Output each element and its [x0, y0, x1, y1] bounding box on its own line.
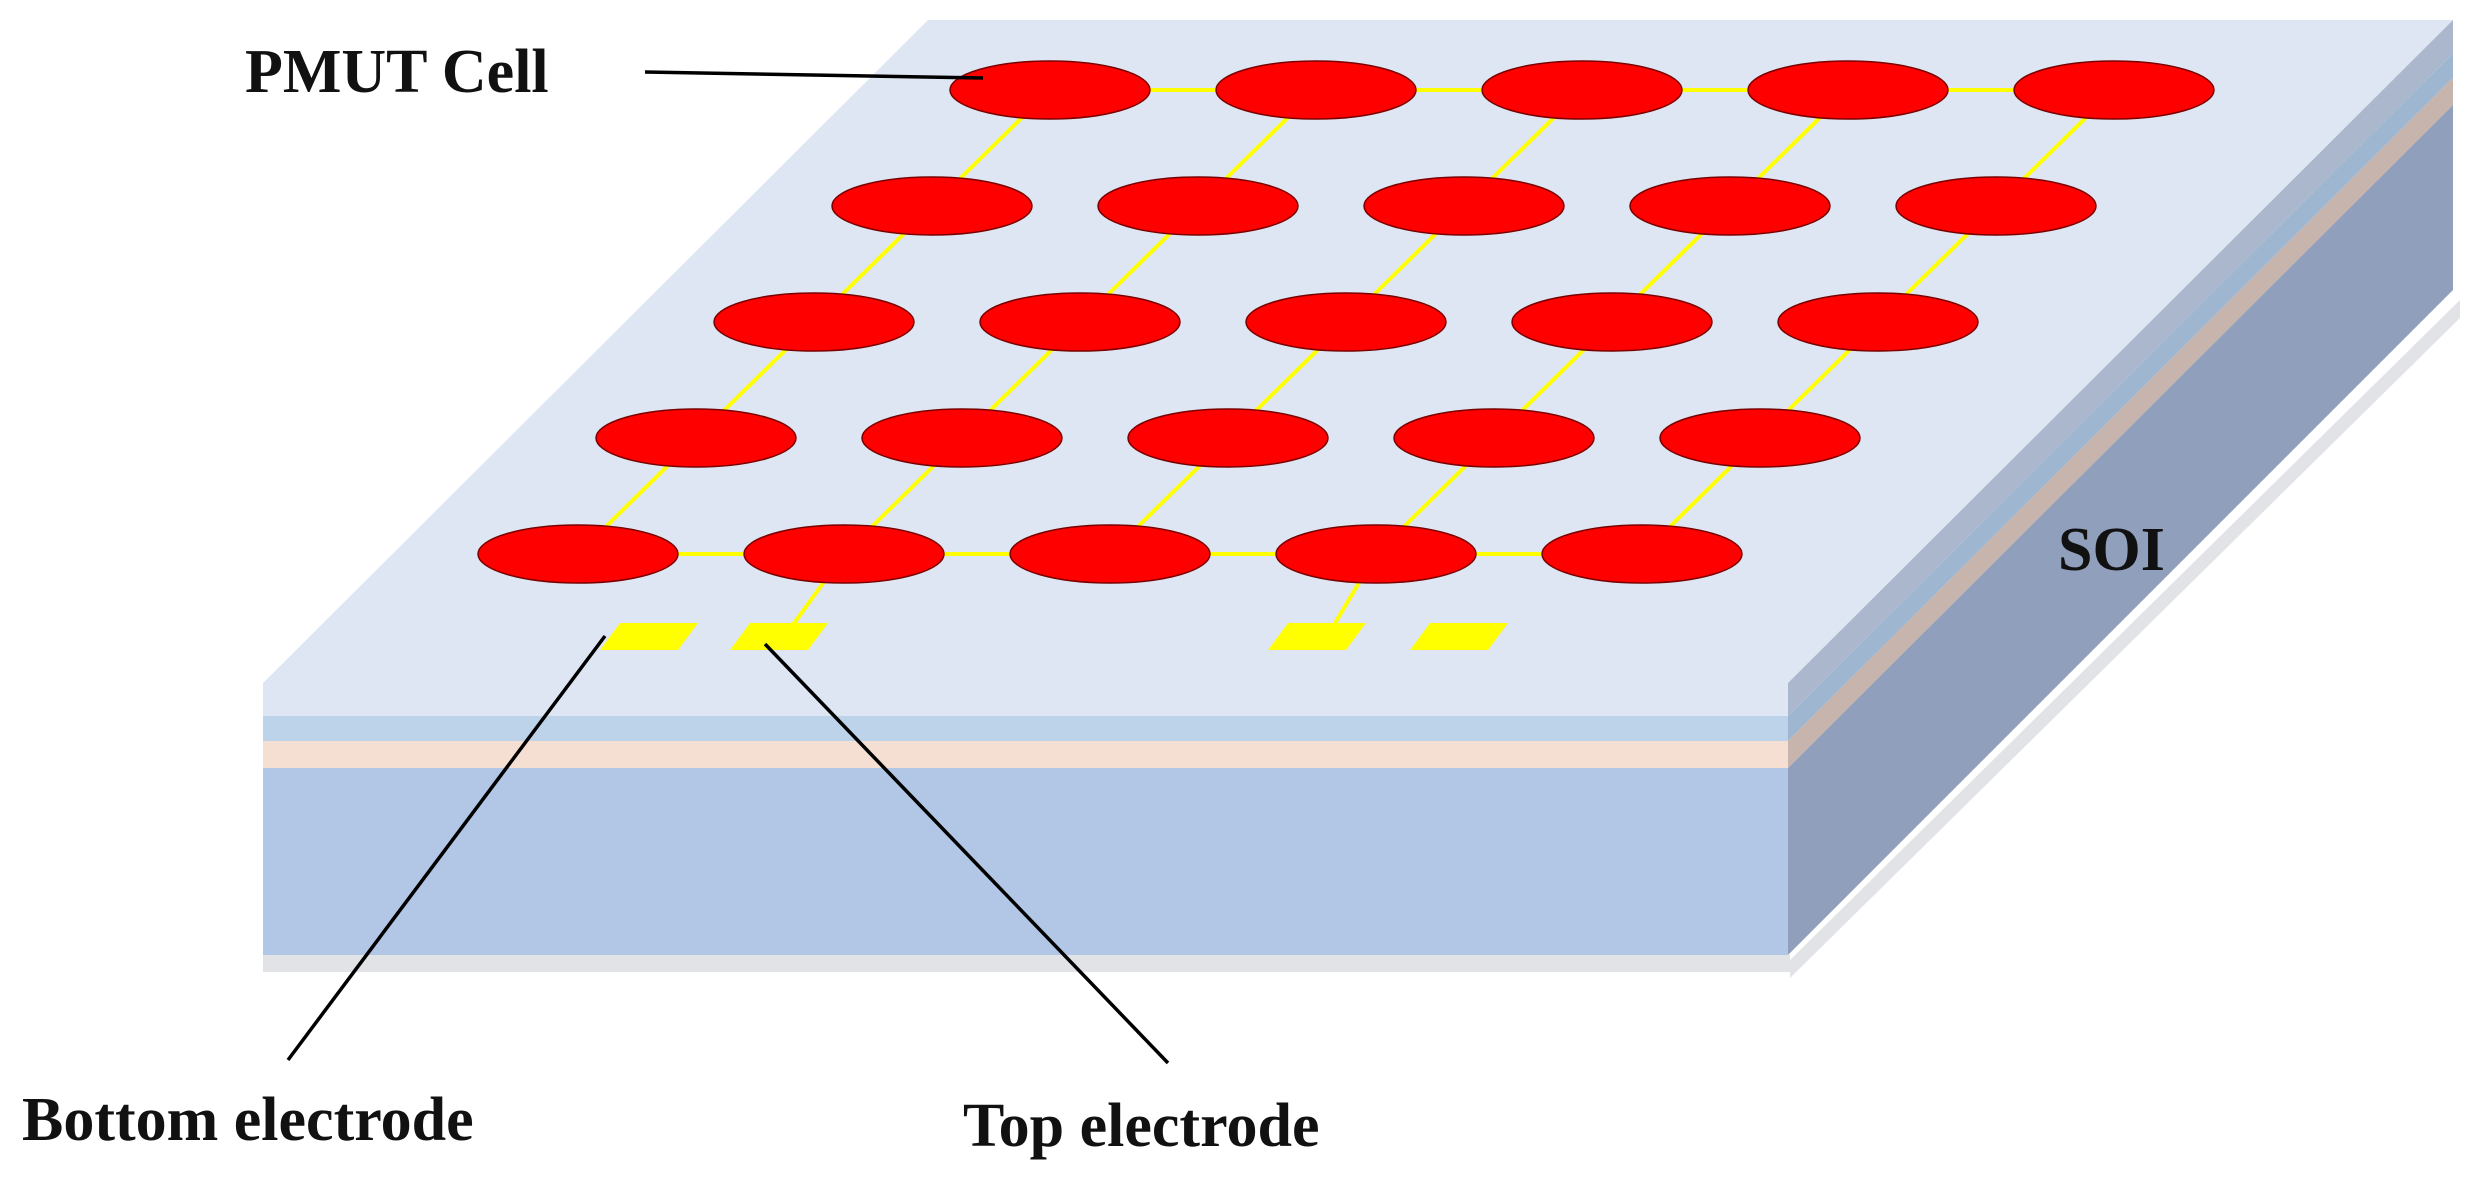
pmut-cell — [1127, 408, 1329, 468]
soi-label: SOI — [2058, 516, 2165, 584]
pmut-cell — [1393, 408, 1595, 468]
front-box-layer — [263, 741, 1788, 768]
front-substrate-layer — [263, 768, 1788, 955]
side-shadow — [1790, 300, 2460, 978]
pmut-cell — [1481, 60, 1683, 120]
pmut-cell — [713, 292, 915, 352]
pmut-cell — [1777, 292, 1979, 352]
side-device-layer — [1788, 20, 2453, 716]
bottom-electrode-leader-line — [286, 634, 607, 1062]
top-electrode-leader-line — [763, 642, 1170, 1065]
bottom-electrode-label: Bottom electrode — [22, 1086, 474, 1154]
electrode-pad — [600, 623, 698, 650]
front-shadow — [263, 955, 1790, 972]
front-device-layer — [263, 683, 1788, 716]
side-oxide-layer — [1788, 53, 2453, 741]
electrode-pad — [730, 623, 828, 650]
pmut-cell — [1097, 176, 1299, 236]
front-oxide-layer — [263, 716, 1788, 741]
top-electrode-label: Top electrode — [963, 1092, 1319, 1160]
side-box-layer — [1788, 78, 2453, 768]
pmut-cell — [1511, 292, 1713, 352]
pmut-cell — [1275, 524, 1477, 584]
side-substrate-layer — [1788, 105, 2453, 955]
pmut-cell — [1363, 176, 1565, 236]
pmut-cell — [1541, 524, 1743, 584]
pmut-cell — [595, 408, 797, 468]
pmut-cell — [1747, 60, 1949, 120]
pmut-cell — [1215, 60, 1417, 120]
pmut-cell — [979, 292, 1181, 352]
pmut-cell — [1009, 524, 1211, 584]
pmut-cell-array — [477, 60, 2215, 584]
pmut-cell — [2013, 60, 2215, 120]
pmut-cell — [477, 524, 679, 584]
pmut-cell — [1895, 176, 2097, 236]
pmut-cell — [1659, 408, 1861, 468]
electrode-pads — [600, 623, 1508, 650]
pmut-cell — [1629, 176, 1831, 236]
electrode-pad — [1268, 623, 1366, 650]
pmut-cell — [831, 176, 1033, 236]
pmut-cell — [743, 524, 945, 584]
pmut-cell — [1245, 292, 1447, 352]
electrode-pad — [1410, 623, 1508, 650]
pmut-cell-label: PMUT Cell — [245, 38, 549, 106]
pmut-cell-leader-line — [644, 70, 984, 80]
pmut-cell — [949, 60, 1151, 120]
pmut-cell — [861, 408, 1063, 468]
